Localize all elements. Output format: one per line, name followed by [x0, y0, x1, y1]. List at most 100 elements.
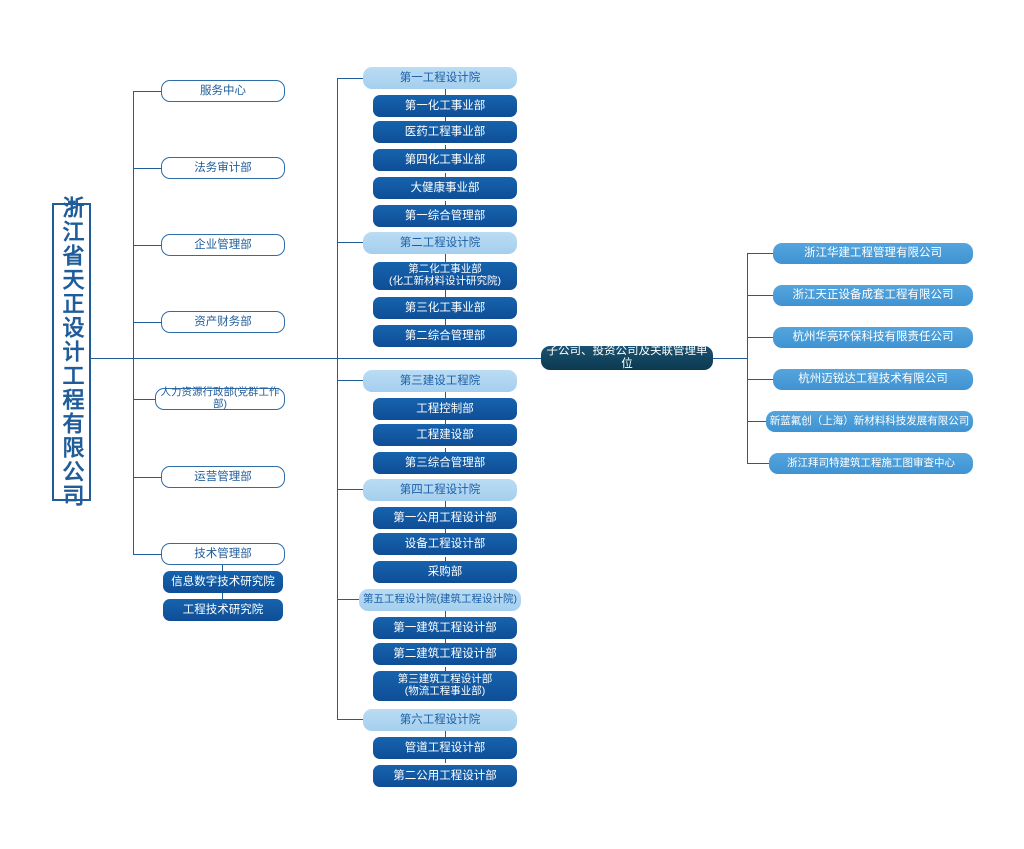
left-dept-4-label: 人力资源行政部(党群工作部) — [160, 386, 280, 410]
research-institute-0[interactable]: 信息数字技术研究院 — [163, 571, 283, 593]
mid-g5-conn-1 — [445, 759, 446, 763]
mid-g0-conn-3 — [445, 173, 446, 177]
left-branch-0 — [133, 91, 161, 92]
dept-4-2[interactable]: 第三建筑工程设计部 (物流工程事业部) — [373, 671, 517, 701]
hub-node[interactable]: 子公司、投资公司及关联管理单位 — [541, 345, 713, 370]
left-branch-2 — [133, 245, 161, 246]
institute-header-3-label: 第四工程设计院 — [399, 483, 481, 496]
left-dept-6[interactable]: 技术管理部 — [161, 543, 285, 565]
mid-g4-conn-2 — [445, 667, 446, 671]
left-branch-1 — [133, 168, 161, 169]
subsidiary-1[interactable]: 浙江天正设备成套工程有限公司 — [773, 285, 973, 306]
institute-header-1-label: 第二工程设计院 — [399, 236, 481, 249]
left-branch-5 — [133, 477, 161, 478]
subsidiary-5[interactable]: 浙江拜司特建筑工程施工图审查中心 — [769, 453, 973, 474]
mid-g0-conn-1 — [445, 117, 446, 121]
dept-1-1-label: 第三化工事业部 — [404, 301, 486, 314]
dept-4-1[interactable]: 第二建筑工程设计部 — [373, 643, 517, 665]
left-dept-0[interactable]: 服务中心 — [161, 80, 285, 102]
left-dept-5[interactable]: 运营管理部 — [161, 466, 285, 488]
subsidiary-1-label: 浙江天正设备成套工程有限公司 — [792, 289, 954, 302]
institute-header-5[interactable]: 第六工程设计院 — [363, 709, 517, 731]
left-dept-4[interactable]: 人力资源行政部(党群工作部) — [155, 386, 285, 410]
subsidiary-2[interactable]: 杭州华亮环保科技有限责任公司 — [773, 327, 973, 348]
dept-4-0-label: 第一建筑工程设计部 — [393, 621, 497, 634]
right-branch-2 — [747, 337, 773, 338]
dept-1-1[interactable]: 第三化工事业部 — [373, 297, 517, 319]
subsidiary-0[interactable]: 浙江华建工程管理有限公司 — [773, 243, 973, 264]
mid-g5-conn-0 — [445, 731, 446, 737]
research-institute-1[interactable]: 工程技术研究院 — [163, 599, 283, 621]
dept-3-1[interactable]: 设备工程设计部 — [373, 533, 517, 555]
dept-2-2[interactable]: 第三综合管理部 — [373, 452, 517, 474]
institute-header-0-label: 第一工程设计院 — [399, 71, 481, 84]
dept-3-0-label: 第一公用工程设计部 — [393, 511, 497, 524]
left-dept-0-label: 服务中心 — [200, 84, 246, 97]
left-dept-3-label: 资产财务部 — [194, 315, 252, 328]
left-branch-6 — [133, 554, 161, 555]
dept-0-1-label: 医药工程事业部 — [404, 125, 486, 138]
dept-0-0[interactable]: 第一化工事业部 — [373, 95, 517, 117]
dept-0-1[interactable]: 医药工程事业部 — [373, 121, 517, 143]
institute-header-0[interactable]: 第一工程设计院 — [363, 67, 517, 89]
dept-3-1-label: 设备工程设计部 — [404, 537, 486, 550]
subsidiary-4-label: 新蓝氟创（上海）新材料科技发展有限公司 — [769, 414, 970, 427]
dept-1-0[interactable]: 第二化工事业部 (化工新材料设计研究院) — [373, 262, 517, 290]
right-branch-5 — [747, 463, 773, 464]
mid-branch-3 — [337, 489, 363, 490]
dept-3-2[interactable]: 采购部 — [373, 561, 517, 583]
root-company-box: 浙江省天正设计工程有限公司 — [52, 196, 91, 508]
dept-5-1-label: 第二公用工程设计部 — [393, 769, 497, 782]
mid-g3-conn-1 — [445, 529, 446, 533]
institute-header-2[interactable]: 第三建设工程院 — [363, 370, 517, 392]
dept-2-0-label: 工程控制部 — [416, 402, 474, 415]
dept-2-1[interactable]: 工程建设部 — [373, 424, 517, 446]
mid-g1-conn-1 — [445, 290, 446, 297]
dept-4-0[interactable]: 第一建筑工程设计部 — [373, 617, 517, 639]
dept-5-0[interactable]: 管道工程设计部 — [373, 737, 517, 759]
dept-5-0-label: 管道工程设计部 — [404, 741, 486, 754]
research-institute-1-label: 工程技术研究院 — [182, 603, 264, 616]
dept-2-2-label: 第三综合管理部 — [404, 456, 486, 469]
subsidiary-4[interactable]: 新蓝氟创（上海）新材料科技发展有限公司 — [766, 411, 973, 432]
mid-g2-conn-0 — [445, 392, 446, 398]
mid-g3-conn-2 — [445, 557, 446, 561]
hub-to-right-spine — [713, 358, 747, 359]
right-branch-0 — [747, 253, 773, 254]
left-dept-2[interactable]: 企业管理部 — [161, 234, 285, 256]
institute-header-5-label: 第六工程设计院 — [399, 713, 481, 726]
institute-header-4-label: 第五工程设计院(建筑工程设计院) — [363, 593, 517, 606]
dept-0-3[interactable]: 大健康事业部 — [373, 177, 517, 199]
dept-3-2-label: 采购部 — [427, 565, 463, 578]
mid-g4-conn-1 — [445, 639, 446, 643]
institute-header-1[interactable]: 第二工程设计院 — [363, 232, 517, 254]
mid-branch-0 — [337, 78, 363, 79]
left-branch-4 — [133, 399, 161, 400]
mid-g4-conn-0 — [445, 611, 446, 617]
mid-g0-conn-4 — [445, 201, 446, 205]
mid-g0-conn-0 — [445, 89, 446, 95]
dept-1-2-label: 第二综合管理部 — [404, 329, 486, 342]
mid-g2-conn-1 — [445, 420, 446, 424]
left-dept-5-label: 运营管理部 — [194, 470, 252, 483]
dept-0-2[interactable]: 第四化工事业部 — [373, 149, 517, 171]
left-dept-1[interactable]: 法务审计部 — [161, 157, 285, 179]
dept-0-4-label: 第一综合管理部 — [404, 209, 486, 222]
mid-g3-conn-0 — [445, 501, 446, 507]
institute-header-4[interactable]: 第五工程设计院(建筑工程设计院) — [359, 589, 521, 611]
dept-5-1[interactable]: 第二公用工程设计部 — [373, 765, 517, 787]
mid-g2-conn-2 — [445, 448, 446, 452]
subsidiary-3[interactable]: 杭州迈锐达工程技术有限公司 — [773, 369, 973, 390]
institute-header-3[interactable]: 第四工程设计院 — [363, 479, 517, 501]
dept-3-0[interactable]: 第一公用工程设计部 — [373, 507, 517, 529]
middle-spine — [337, 78, 338, 720]
dept-2-0[interactable]: 工程控制部 — [373, 398, 517, 420]
dept-4-2-label: 第三建筑工程设计部 (物流工程事业部) — [397, 673, 493, 697]
right-branch-1 — [747, 295, 773, 296]
right-spine — [747, 253, 748, 463]
mid-branch-5 — [337, 719, 363, 720]
dept-1-2[interactable]: 第二综合管理部 — [373, 325, 517, 347]
hub-label: 子公司、投资公司及关联管理单位 — [546, 345, 708, 370]
left-dept-3[interactable]: 资产财务部 — [161, 311, 285, 333]
dept-0-4[interactable]: 第一综合管理部 — [373, 205, 517, 227]
